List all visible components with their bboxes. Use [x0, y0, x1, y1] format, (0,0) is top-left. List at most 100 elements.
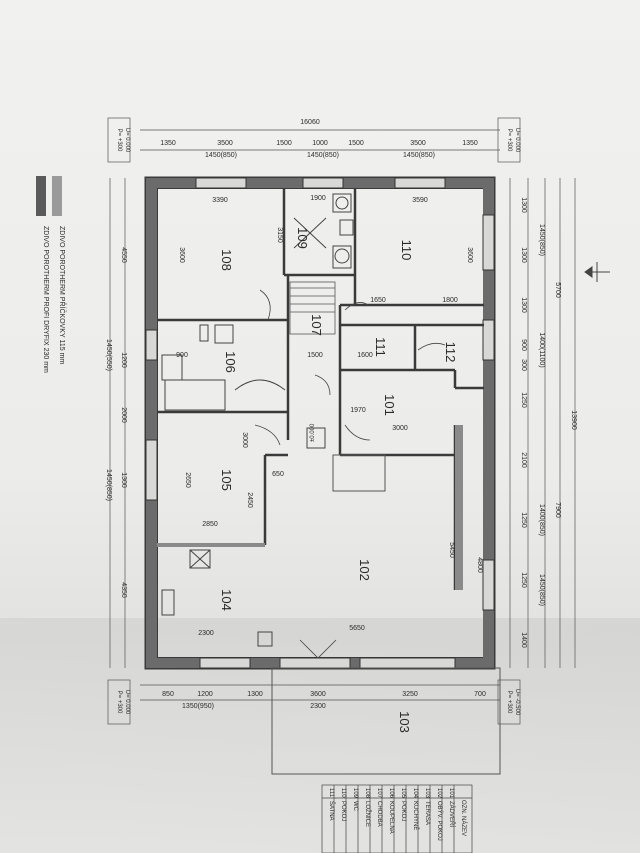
- bottom-dimension-labels: 850 1200 1300 3600 3250 700 1350(950) 23…: [162, 691, 486, 710]
- svg-text:1500: 1500: [276, 140, 292, 147]
- svg-text:106: 106: [388, 788, 394, 799]
- svg-text:TERASA: TERASA: [424, 801, 430, 825]
- svg-text:1450(850): 1450(850): [538, 574, 545, 606]
- height-tag-bottom-right: P= +300 U= -0.500: [497, 679, 521, 725]
- room-103-label: 103: [397, 711, 412, 733]
- level-mark: ±0.000: [310, 423, 316, 442]
- svg-text:1400(850): 1400(850): [538, 504, 545, 536]
- svg-text:LOŽNICE: LOŽNICE: [364, 801, 372, 827]
- room-schedule-text: OZN. NÁZEV 101 102 103 104 105 106 107 1…: [328, 788, 467, 841]
- svg-text:POKOJ: POKOJ: [340, 801, 346, 821]
- svg-text:105: 105: [400, 788, 406, 799]
- svg-text:3000: 3000: [241, 432, 248, 448]
- svg-text:1800: 1800: [442, 297, 458, 304]
- svg-text:1450(850): 1450(850): [538, 224, 545, 256]
- terrace-outline: [271, 667, 501, 775]
- svg-text:104: 104: [412, 788, 418, 799]
- svg-text:2100: 2100: [520, 452, 527, 468]
- svg-text:U= 0.000: U= 0.000: [124, 690, 130, 715]
- svg-text:5650: 5650: [349, 625, 365, 632]
- height-tag-bottom-left: P= +300 U= 0.000: [107, 679, 131, 725]
- room-110-label: 110: [399, 240, 414, 261]
- svg-text:1300: 1300: [520, 247, 527, 263]
- svg-text:1450(850): 1450(850): [403, 152, 435, 159]
- svg-text:3590: 3590: [412, 197, 428, 204]
- svg-text:3250: 3250: [402, 691, 418, 698]
- svg-text:1450(850): 1450(850): [307, 152, 339, 159]
- legend-swatch-main-wall: [36, 176, 46, 216]
- svg-text:ZÁDVEŘÍ: ZÁDVEŘÍ: [448, 801, 456, 827]
- svg-text:1600: 1600: [357, 352, 373, 359]
- svg-text:WC: WC: [352, 801, 358, 812]
- height-tag-top-left: P= +300 U= 0.000: [107, 117, 131, 163]
- svg-text:850: 850: [162, 691, 174, 698]
- dimension-lines: [109, 129, 576, 701]
- svg-text:P= +300: P= +300: [116, 691, 122, 714]
- svg-text:1000: 1000: [312, 140, 328, 147]
- svg-text:3600: 3600: [178, 247, 185, 263]
- svg-text:7900: 7900: [554, 502, 561, 518]
- room-schedule-table: [321, 784, 473, 853]
- bathroom-fixtures: [161, 324, 286, 411]
- entrance-step: [332, 454, 386, 492]
- svg-text:1500: 1500: [348, 140, 364, 147]
- stair-hatch: [289, 281, 336, 335]
- svg-text:P= +300: P= +300: [506, 691, 512, 714]
- svg-text:101: 101: [448, 788, 454, 799]
- svg-text:3500: 3500: [410, 140, 426, 147]
- svg-text:650: 650: [272, 471, 284, 478]
- svg-text:102: 102: [436, 788, 442, 799]
- legend-swatch-partition: [52, 176, 62, 216]
- svg-text:700: 700: [474, 691, 486, 698]
- svg-text:CHODBA: CHODBA: [376, 801, 382, 827]
- exterior-wall-fill: [146, 178, 494, 668]
- svg-text:1450(850): 1450(850): [205, 152, 237, 159]
- svg-text:1200: 1200: [120, 352, 127, 368]
- room-102-label: 102: [357, 559, 372, 581]
- svg-text:300: 300: [520, 359, 527, 371]
- svg-text:1400: 1400: [520, 632, 527, 648]
- svg-text:5700: 5700: [554, 282, 561, 298]
- svg-text:3000: 3000: [392, 425, 408, 432]
- door-swings: [254, 289, 446, 659]
- svg-text:109: 109: [352, 788, 358, 799]
- svg-text:107: 107: [376, 788, 382, 799]
- svg-text:2300: 2300: [198, 630, 214, 637]
- svg-text:1300: 1300: [247, 691, 263, 698]
- svg-text:1350(950): 1350(950): [182, 703, 214, 710]
- interior-dimension-labels: 3390 3590 1900 3150 3600 3600 1650 1800 …: [176, 195, 483, 637]
- legend-partition-text: ZDIVO POROTHERM PŘÍČKOVKY 115 mm: [58, 226, 67, 364]
- right-dimension-labels: 1300 1300 1300 900 300 1250 2100 1250 12…: [520, 197, 577, 648]
- svg-text:KOUPELNA: KOUPELNA: [388, 801, 394, 834]
- svg-text:3600: 3600: [310, 691, 326, 698]
- svg-text:1350: 1350: [462, 140, 478, 147]
- svg-text:POKOJ: POKOJ: [400, 801, 406, 821]
- window-openings: [145, 177, 495, 669]
- svg-text:4800: 4800: [476, 557, 483, 573]
- exterior-walls: [144, 176, 496, 670]
- room-107-label: 107: [309, 314, 324, 336]
- svg-text:13900: 13900: [570, 410, 577, 430]
- north-arrow-icon: [584, 262, 610, 282]
- svg-text:900: 900: [176, 352, 188, 359]
- legend-main-wall-text: ZDIVO POROTHERM PROFI DRYFIX 230 mm: [42, 226, 49, 373]
- svg-text:108: 108: [364, 788, 370, 799]
- room-111-label: 111: [373, 337, 388, 357]
- svg-text:4350: 4350: [120, 582, 127, 598]
- top-dimension-labels: 1350 3500 1500 1000 1500 3500 1350 1450(…: [160, 140, 478, 159]
- svg-text:2650: 2650: [184, 472, 191, 488]
- svg-text:111: 111: [328, 788, 334, 798]
- svg-text:1650: 1650: [370, 297, 386, 304]
- room-105-label: 105: [219, 469, 234, 491]
- svg-text:1300: 1300: [120, 472, 127, 488]
- svg-text:900: 900: [520, 339, 527, 351]
- svg-text:1350: 1350: [160, 140, 176, 147]
- level-marker-box: [306, 427, 326, 449]
- svg-text:1970: 1970: [350, 407, 366, 414]
- interior-wall-fill: [157, 425, 463, 590]
- svg-text:110: 110: [340, 788, 346, 798]
- svg-text:2300: 2300: [310, 703, 326, 710]
